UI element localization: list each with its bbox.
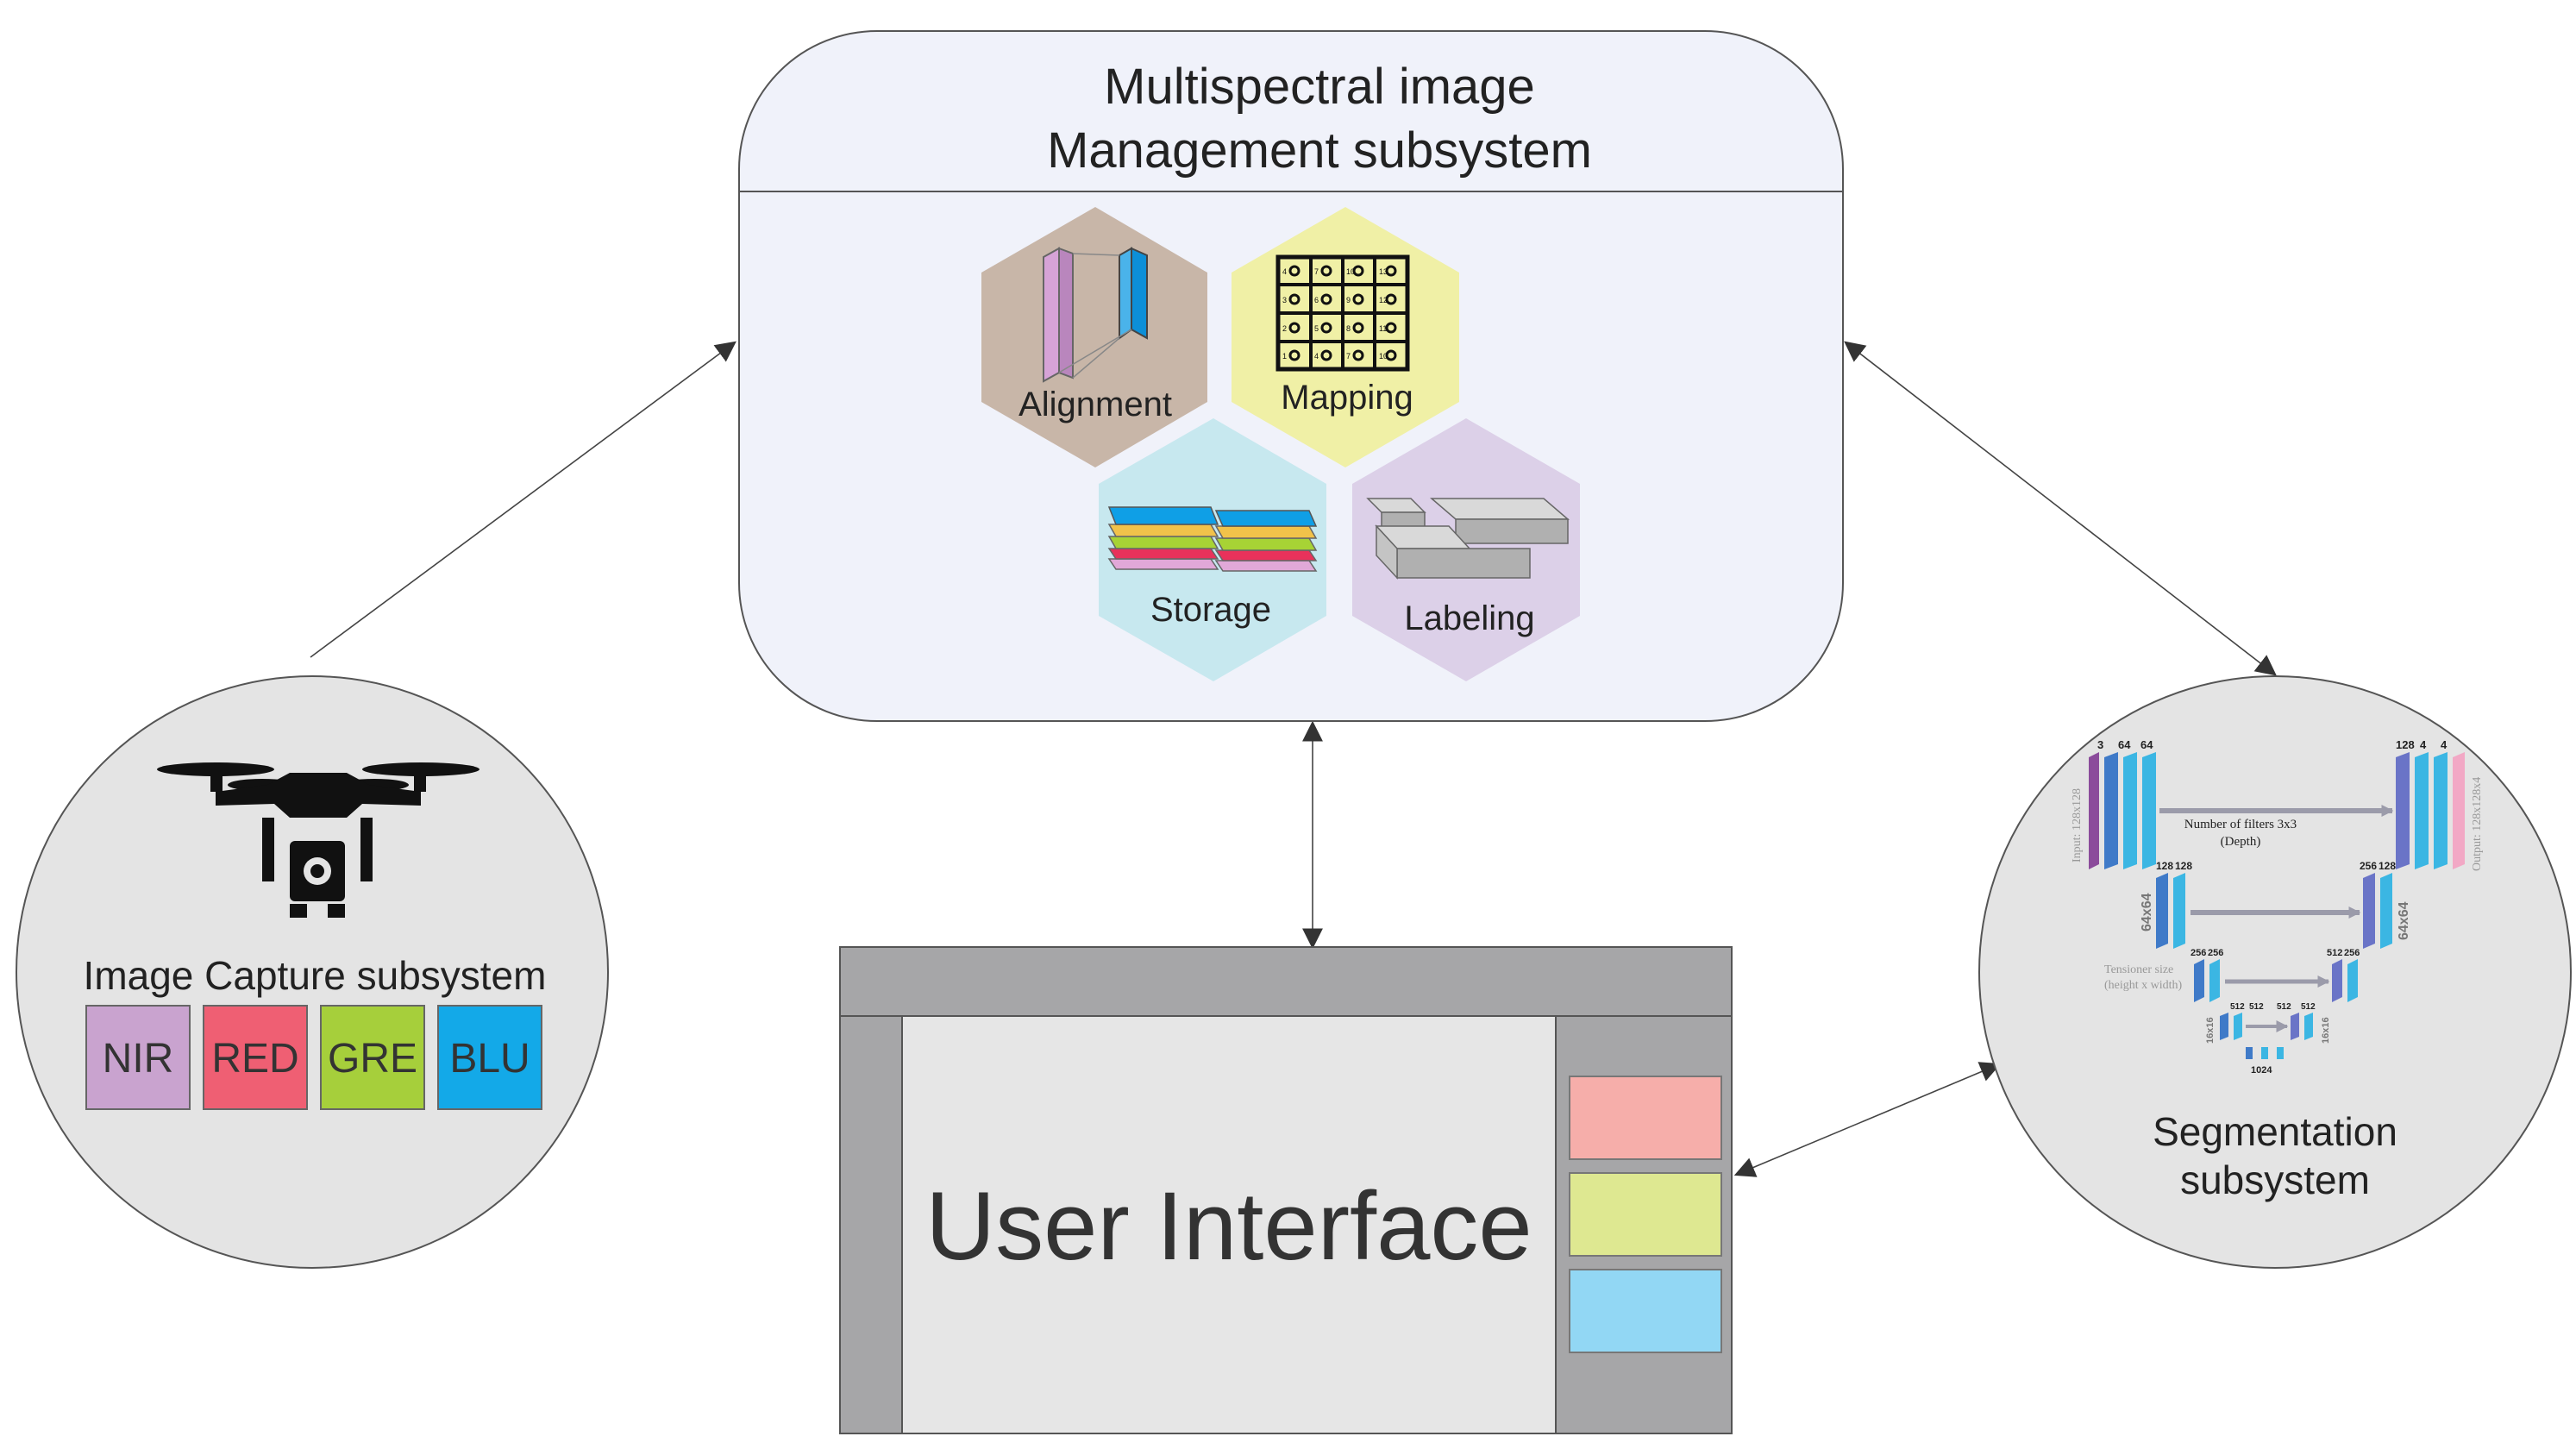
band-swatch [437,1005,542,1110]
segmentation-title-line2: subsystem [2180,1157,2370,1202]
unet-bottom-count: 1024 [2251,1065,2272,1076]
capture-subsystem: Image Capture subsystem NIR RED GRE BLU [16,675,609,1269]
band-label: GRE [328,1036,417,1082]
management-subsystem: Multispectral image Management subsystem… [738,30,1844,722]
unet-count: 512 [2301,1002,2316,1012]
unet-size-label: 16x16 [2205,1017,2216,1044]
grid-num: 13 [1379,267,1388,276]
band-red: RED [203,1005,308,1110]
band-label: NIR [103,1036,174,1082]
storage-hexagon [1099,418,1326,681]
ui-panel-yellow [1569,1172,1722,1257]
labeling-blocks-icon [1366,498,1570,580]
band-list: NIR RED GRE BLU [85,1005,542,1110]
drone-icon [157,762,479,918]
band-label: RED [211,1036,298,1082]
user-interface-mockup: User Interface [839,946,1733,1434]
band-swatch [85,1005,191,1110]
unet-filters-line2: (Depth) [2221,835,2261,849]
grid-num: 3 [1282,296,1287,304]
grid-num: 10 [1379,352,1388,361]
band-blu: BLU [437,1005,542,1110]
alignment-module: Alignment [981,207,1207,467]
storage-stack-icon [1107,506,1318,572]
mapping-hexagon [1232,207,1459,467]
unet-count: 128 [2396,738,2415,751]
unet-count: 512 [2327,948,2342,958]
mapping-label: Mapping [1281,379,1413,417]
alignment-hexagon [981,207,1207,467]
connector-capture-to-management [310,341,736,658]
ui-main-content [901,1015,1557,1434]
connector-ui-segmentation [1733,1062,2002,1177]
grid-num: 5 [1314,324,1319,333]
unet-tensor-line2: (height x width) [2104,979,2183,992]
unet-count: 256 [2360,860,2377,872]
unet-input-label: Input: 128x128 [2071,788,2084,862]
ui-title: User Interface [925,1172,1532,1280]
unet-count: 128 [2156,860,2173,872]
grid-num: 8 [1346,324,1351,333]
capture-title: Image Capture subsystem [84,953,547,998]
unet-filters-line1: Number of filters 3x3 [2184,818,2297,831]
grid-num: 11 [1379,324,1387,333]
unet-count: 512 [2249,1002,2264,1012]
grid-num: 2 [1282,324,1287,333]
unet-count: 256 [2208,948,2223,958]
unet-count: 64 [2118,738,2131,751]
connector-management-segmentation [1844,341,2277,676]
grid-num: 6 [1314,296,1319,304]
grid-num: 4 [1282,267,1287,276]
unet-count: 64 [2140,738,2153,751]
capture-circle [16,675,609,1269]
unet-diagram: 3 64 64 128 4 4 Input: 128x128 Output: 1… [2071,738,2484,1076]
grid-num: 7 [1314,267,1319,276]
grid-num: 7 [1346,352,1351,361]
segmentation-title-line1: Segmentation [2153,1109,2397,1154]
grid-num: 1 [1282,352,1287,361]
alignment-icon [1043,247,1148,383]
unet-count: 4 [2420,738,2427,751]
unet-tensor-line1: Tensioner size [2104,963,2173,976]
ui-panel-red [1569,1076,1722,1160]
band-label: BLU [449,1036,530,1082]
band-nir: NIR [85,1005,191,1110]
unet-count: 256 [2191,948,2206,958]
grid-num: 9 [1346,296,1351,304]
alignment-label: Alignment [1018,386,1172,423]
unet-count: 512 [2230,1002,2245,1012]
storage-label: Storage [1150,591,1271,629]
band-gre: GRE [320,1005,425,1110]
labeling-module: Labeling [1352,418,1580,681]
unet-size-label: 64x64 [2140,893,2154,932]
labeling-label: Labeling [1404,599,1534,637]
unet-size-label: 16x16 [2321,1017,2331,1044]
mapping-module: 4 7 10 13 3 6 9 12 2 5 8 11 1 4 7 10 [1232,207,1459,467]
management-title-line2: Management subsystem [1047,122,1592,179]
unet-output-label: Output: 128x128x4 [2471,777,2484,871]
unet-count: 512 [2277,1002,2291,1012]
band-swatch [320,1005,425,1110]
unet-count: 3 [2097,738,2103,751]
unet-count: 256 [2344,948,2360,958]
connectors [310,341,2277,1177]
segmentation-subsystem: 3 64 64 128 4 4 Input: 128x128 Output: 1… [1978,675,2572,1269]
ui-panel-blue [1569,1269,1722,1353]
grid-num: 4 [1314,352,1319,361]
grid-num: 10 [1346,267,1355,276]
grid-num: 12 [1379,296,1388,304]
storage-module: Storage [1099,418,1326,681]
ui-left-sidebar [839,1015,903,1434]
band-swatch [203,1005,308,1110]
unet-count: 4 [2441,738,2448,751]
management-title-line1: Multispectral image [1104,59,1535,115]
mapping-grid-icon: 4 7 10 13 3 6 9 12 2 5 8 11 1 4 7 10 [1275,254,1410,372]
unet-size-label: 64x64 [2397,901,2411,940]
unet-count: 128 [2379,860,2396,872]
unet-count: 128 [2175,860,2192,872]
